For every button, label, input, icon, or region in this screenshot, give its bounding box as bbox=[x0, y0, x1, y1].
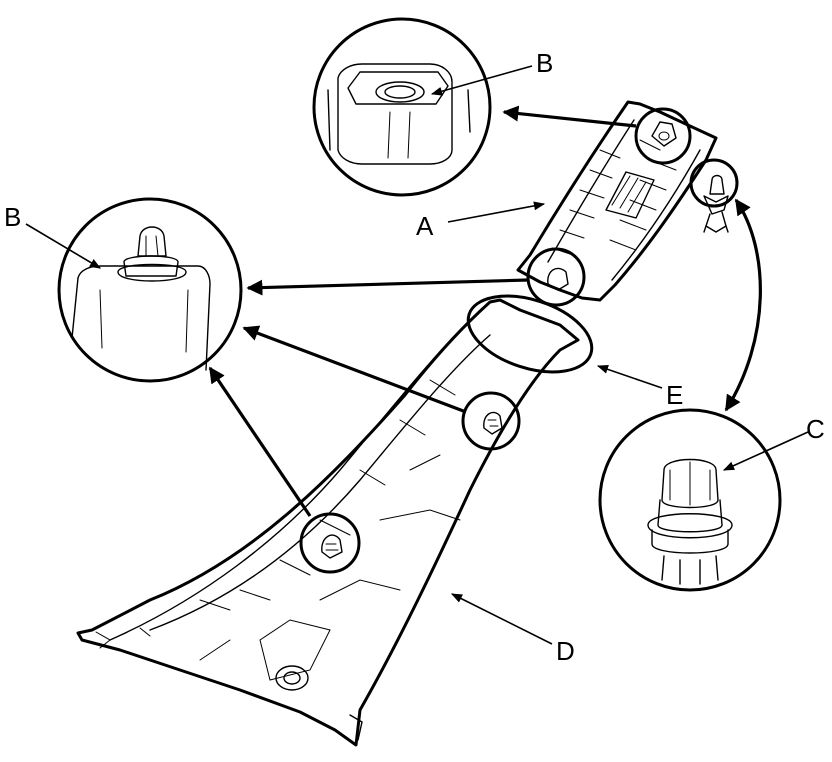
highlight-circle-small-clip bbox=[689, 158, 739, 208]
highlight-circle-upper-clip bbox=[526, 247, 586, 307]
highlight-ellipse-top-edge bbox=[466, 294, 594, 374]
detail-stepped-clip bbox=[598, 408, 782, 592]
upper-pillar-trim bbox=[516, 100, 718, 302]
clip-details bbox=[321, 121, 677, 559]
callout-label-e: E bbox=[666, 380, 683, 410]
callout-arrows bbox=[208, 105, 762, 517]
highlight-circle-lower-clip bbox=[299, 512, 361, 574]
highlight-circle-top-clip bbox=[634, 107, 692, 165]
detail-pin-clip bbox=[57, 197, 243, 383]
detail-square-boss bbox=[312, 17, 492, 197]
callout-label-b-top: B bbox=[536, 48, 553, 78]
lower-pillar-trim bbox=[76, 298, 580, 747]
highlight-circle-middle-clip bbox=[461, 391, 521, 451]
callout-label-d: D bbox=[556, 636, 575, 666]
callout-label-a: A bbox=[416, 211, 434, 241]
callout-label-b-left: B bbox=[4, 202, 21, 232]
label-leaders bbox=[25, 65, 809, 645]
callout-label-c: C bbox=[806, 414, 825, 444]
